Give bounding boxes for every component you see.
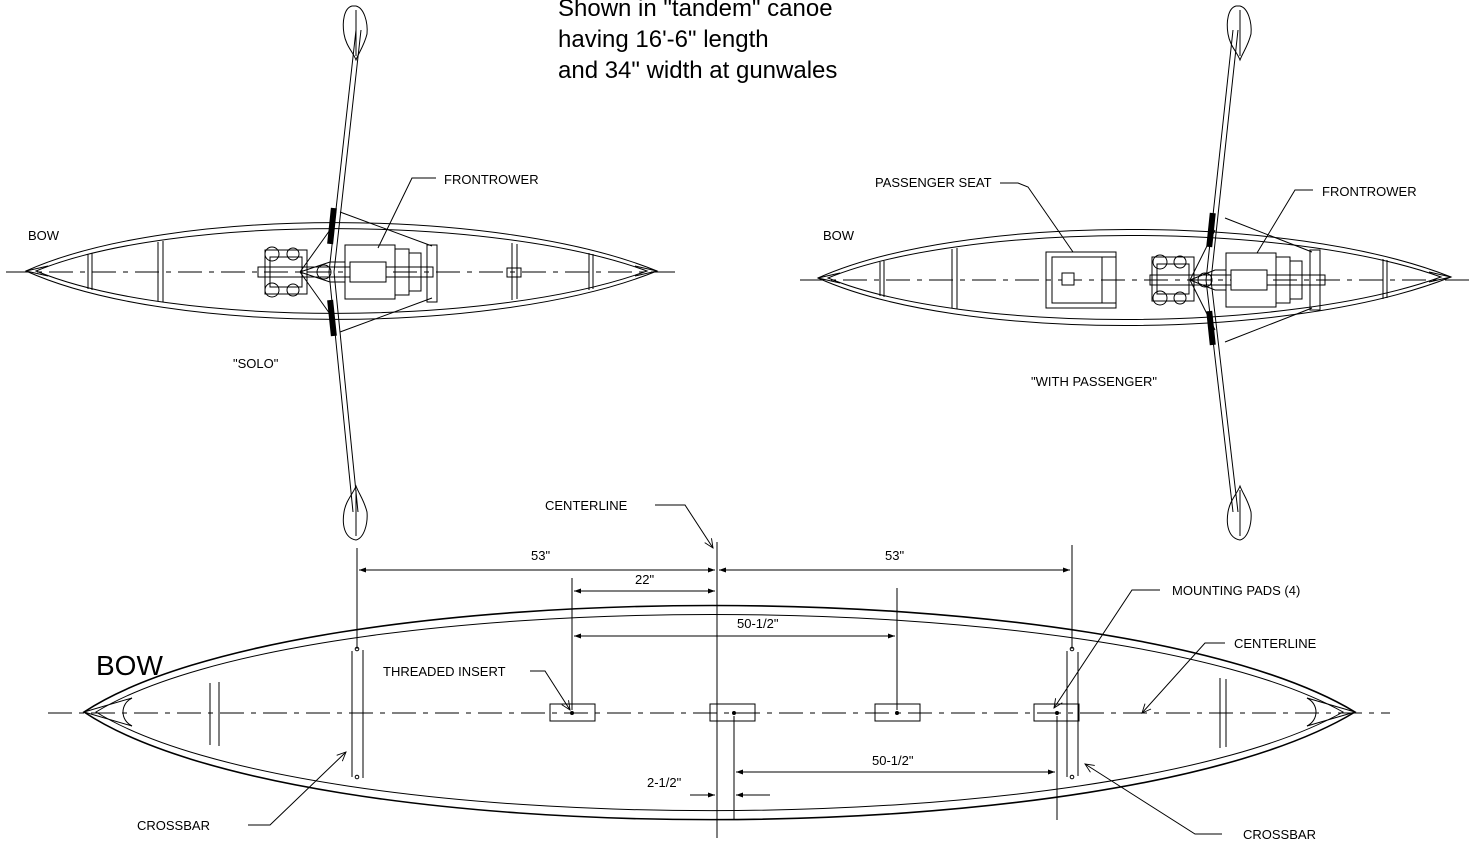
centerline-label-right: CENTERLINE [1234,636,1317,651]
mounting-pads-label: MOUNTING PADS (4) [1172,583,1300,598]
solo-frontrower-leader [377,177,436,249]
dim-22: 22" [635,572,654,587]
passenger-hull [816,229,1453,326]
passenger-seat [1045,251,1117,309]
title-line-3: and 34" width at gunwales [558,57,837,84]
title-block: Shown in "tandem" canoe having 16'-6" le… [558,0,837,84]
threaded-insert-label: THREADED INSERT [383,664,506,679]
passenger-leaders [1000,182,1313,254]
mounting-crossbars [209,646,1227,780]
passenger-rowing-rig [1149,217,1326,343]
passenger-thwarts [879,248,1388,309]
passenger-frontrower-label: FRONTROWER [1322,184,1417,199]
centerline-label-top: CENTERLINE [545,498,628,513]
mounting-canoe-view: 53" 53" 22" 50-1/2" 50-1/2" 2-1/2" CENTE… [48,498,1390,841]
solo-thwarts [87,241,594,302]
crossbar-label-left: CROSSBAR [137,818,210,833]
passenger-seat-label: PASSENGER SEAT [875,175,992,190]
solo-oars [327,5,368,541]
solo-canoe-view: FRONTROWER BOW "SOLO" [6,5,676,541]
passenger-oars [1205,5,1252,541]
solo-rowing-rig [257,211,438,333]
passenger-bow-label: BOW [823,228,855,243]
mounting-leaders [248,504,1225,835]
dim-50-top: 50-1/2" [737,616,779,631]
mounting-pad-2 [709,703,756,722]
title-line-2: having 16'-6" length [558,26,769,53]
passenger-canoe-view: PASSENGER SEAT FRONTROWER BOW "WITH PASS… [800,5,1470,541]
solo-frontrower-label: FRONTROWER [444,172,539,187]
mounting-hull [82,604,1357,821]
mounting-dimension-lines [356,542,1073,838]
dim-2-5: 2-1/2" [647,775,682,790]
solo-bow-label: BOW [28,228,60,243]
passenger-mode-label: "WITH PASSENGER" [1031,374,1157,389]
solo-mode-label: "SOLO" [233,356,279,371]
title-line-1: Shown in "tandem" canoe [558,0,833,22]
dim-50-bottom: 50-1/2" [872,753,914,768]
mounting-bow-label: BOW [96,650,163,681]
dim-left-53: 53" [531,548,550,563]
crossbar-label-right: CROSSBAR [1243,827,1316,841]
solo-hull [24,222,659,320]
dim-right-53: 53" [885,548,904,563]
